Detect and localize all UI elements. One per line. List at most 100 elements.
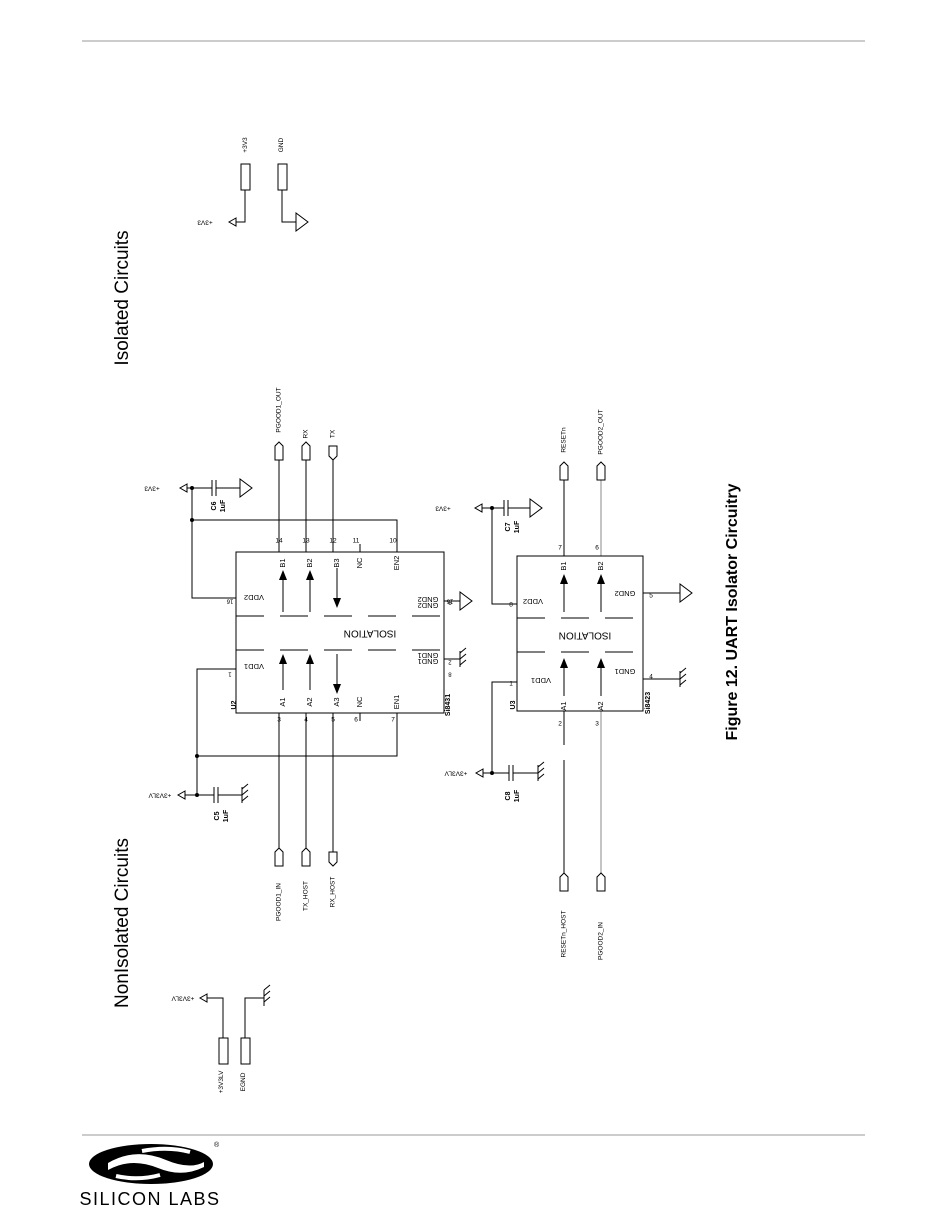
u2-pin-number: 15 bbox=[446, 597, 453, 603]
net-label-pgood2-out: PGOOD2_OUT bbox=[598, 409, 605, 454]
u2-pin-name: B3 bbox=[332, 558, 341, 567]
rail-label-3v3: +3V3 bbox=[242, 137, 249, 153]
u2-pin-name: B1 bbox=[278, 558, 287, 567]
logo-registered-mark: ® bbox=[214, 1141, 220, 1149]
u2-pin-name: VDD2 bbox=[244, 593, 264, 602]
u3-gnd2-symbol bbox=[679, 583, 693, 603]
supply-u2-vdd1: +3V3LV bbox=[148, 754, 249, 803]
supply-u3-vdd1: +3V3LV bbox=[444, 761, 545, 781]
u2-pin-name: GND1 bbox=[418, 657, 439, 666]
power-connector-3v3lv: +3V3LV +3V3LV bbox=[171, 993, 229, 1093]
u2-pin-number: 7 bbox=[391, 717, 395, 724]
u3-pin-name: B1 bbox=[559, 561, 568, 570]
u2-pin-name: VDD1 bbox=[244, 662, 264, 671]
rail-label-egnd: EGND bbox=[240, 1072, 247, 1091]
figure-caption: Figure 12. UART Isolator Circuitry bbox=[724, 483, 741, 740]
u3-pin-number: 8 bbox=[509, 602, 513, 609]
u3-pin-name: A2 bbox=[596, 701, 605, 710]
u2-vdd2-rail: +3V3 bbox=[144, 484, 160, 491]
u3-pin-number: 3 bbox=[595, 721, 599, 728]
u2-pin-number: 4 bbox=[304, 717, 308, 724]
u2-pin-number: 16 bbox=[226, 597, 233, 603]
power-connector-3v3: +3V3 +3V3 bbox=[197, 137, 251, 227]
u2-gnd1-symbol bbox=[459, 647, 467, 667]
u3-ref: U3 bbox=[510, 700, 517, 709]
ground-connector-gnd: GND bbox=[277, 137, 309, 232]
nonisolated-heading: NonIsolated Circuits bbox=[112, 838, 133, 1008]
isolator-u2: ISOLATION U2 Si8431 bbox=[191, 460, 460, 852]
net-label-rx-host: RX_HOST bbox=[330, 877, 337, 908]
net-label-tx: TX bbox=[330, 429, 337, 438]
u3-gnd1-symbol bbox=[679, 667, 687, 687]
u2-pin-number: 8 bbox=[448, 670, 452, 676]
u3-pin-name: GND1 bbox=[615, 667, 636, 676]
rail-label-3v3lv-arrow: +3V3LV bbox=[171, 994, 194, 1001]
u2-pin-number: 10 bbox=[389, 538, 397, 545]
u2-pin-number: 1 bbox=[228, 670, 232, 676]
net-label-pgood1-in: PGOOD1_IN bbox=[276, 883, 283, 921]
u3-part: Si8423 bbox=[645, 692, 652, 714]
net-label-pgood2-in: PGOOD2_IN bbox=[598, 922, 605, 960]
u3-pin-number: 6 bbox=[595, 545, 599, 552]
u3-pin-number: 7 bbox=[558, 545, 562, 552]
u2-pin-number: 11 bbox=[353, 538, 360, 545]
supply-u3-vdd2: +3V3 bbox=[435, 498, 543, 518]
u2-pin-name: EN2 bbox=[392, 556, 401, 571]
u2-pin-number: 9 bbox=[448, 598, 452, 604]
u2-pin-name: A2 bbox=[305, 697, 314, 706]
ground-connector-egnd: EGND bbox=[240, 984, 271, 1091]
u2-pin-name: GND2 bbox=[418, 601, 439, 610]
u2-pin-name: A1 bbox=[278, 697, 287, 706]
u2-pin-number: 6 bbox=[354, 717, 358, 724]
u2-pin-name: GND1 bbox=[418, 651, 439, 660]
u3-vdd1-rail: +3V3LV bbox=[444, 769, 467, 776]
u2-pin-number: 13 bbox=[302, 538, 310, 545]
u3-pin-number: 5 bbox=[649, 593, 653, 600]
u3-pin-name: GND2 bbox=[615, 589, 636, 598]
u3-pin-number: 1 bbox=[509, 681, 513, 688]
rail-label-3v3lv: +3V3LV bbox=[218, 1070, 225, 1093]
net-connectors bbox=[274, 441, 606, 892]
u3-pin-name: A1 bbox=[559, 701, 568, 710]
u2-pin-name: B2 bbox=[305, 558, 314, 567]
capacitor-ref: C5 bbox=[214, 811, 221, 820]
rail-label-gnd: GND bbox=[278, 137, 285, 152]
u3-pin-name: B2 bbox=[596, 561, 605, 570]
u2-pin-name: EN1 bbox=[392, 695, 401, 710]
u2-pin-name: GND2 bbox=[418, 595, 439, 604]
u2-gnd2-symbol bbox=[459, 591, 473, 611]
u2-pin-name: NC bbox=[355, 696, 364, 707]
capacitor-value: 1uF bbox=[223, 809, 230, 822]
u2-isolation-label: ISOLATION bbox=[344, 627, 397, 638]
u3-pin-name: VDD1 bbox=[531, 676, 551, 685]
u2-ref: U2 bbox=[231, 700, 238, 709]
u2-pin-number: 14 bbox=[275, 538, 283, 545]
capacitor-value: 1uF bbox=[514, 520, 521, 533]
u2-pin-name: A3 bbox=[332, 697, 341, 706]
u3-isolation-label: ISOLATION bbox=[559, 629, 612, 640]
logo-wordmark: SILICON LABS bbox=[79, 1189, 220, 1209]
capacitor-ref: C7 bbox=[505, 522, 512, 531]
u2-pin-number: 12 bbox=[329, 538, 337, 545]
capacitor-ref: C8 bbox=[505, 791, 512, 800]
u3-vdd2-rail: +3V3 bbox=[435, 504, 451, 511]
capacitor-value: 1uF bbox=[514, 789, 521, 802]
silicon-labs-logo: ® SILICON LABS bbox=[79, 1141, 220, 1209]
capacitor-ref: C6 bbox=[211, 501, 218, 510]
u2-vdd1-rail: +3V3LV bbox=[148, 791, 171, 798]
capacitor-value: 1uF bbox=[220, 499, 227, 512]
u2-pin-name: NC bbox=[355, 557, 364, 568]
net-label-tx-host: TX_HOST bbox=[303, 881, 310, 911]
isolated-heading: Isolated Circuits bbox=[112, 230, 133, 365]
net-label-pgood1-out: PGOOD1_OUT bbox=[276, 387, 283, 432]
net-label-resetn: RESETn bbox=[561, 427, 568, 453]
u2-part: Si8431 bbox=[445, 694, 452, 716]
u3-pin-number: 2 bbox=[558, 721, 562, 728]
u3-pin-name: VDD2 bbox=[523, 597, 543, 606]
u2-pin-number: 2 bbox=[448, 658, 452, 664]
net-label-rx: RX bbox=[303, 429, 310, 439]
supply-u2-vdd2: +3V3 bbox=[144, 478, 253, 522]
u3-pin-number: 4 bbox=[649, 674, 653, 681]
u2-pin-number: 3 bbox=[277, 717, 281, 724]
